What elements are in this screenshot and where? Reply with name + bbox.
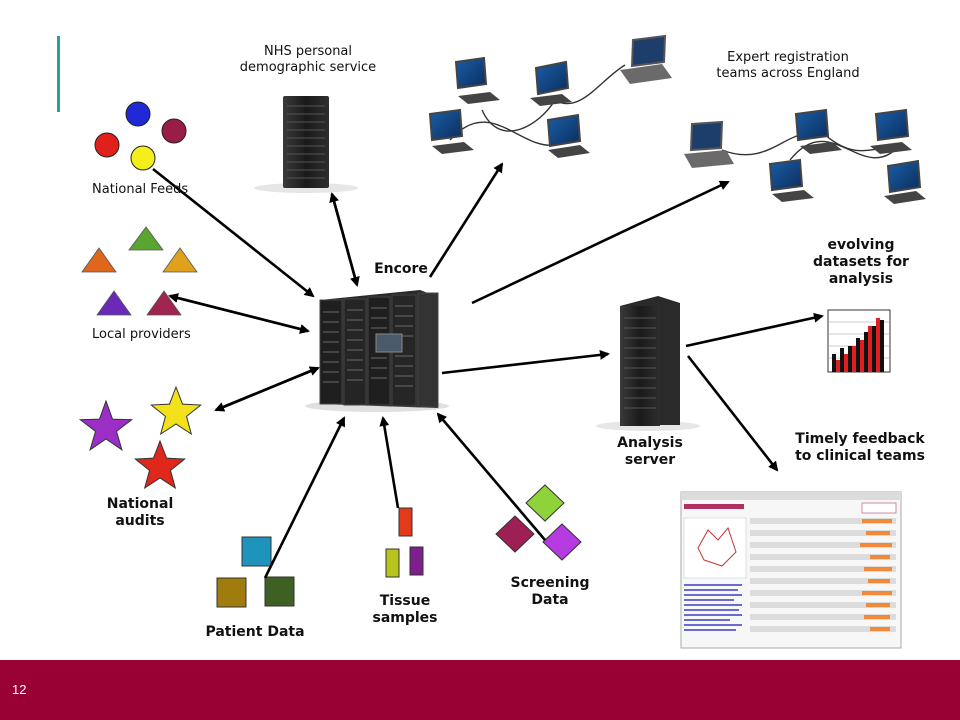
accent-bar <box>57 36 60 112</box>
arrow-nhs-to-encore <box>330 193 360 287</box>
label-encore: Encore <box>374 261 428 277</box>
arrow-encore-to-right-network <box>471 180 730 305</box>
label-national-audits: National audits <box>106 496 174 529</box>
local-providers-icon <box>81 226 198 316</box>
label-local-providers: Local providers <box>92 327 191 342</box>
evolving-datasets-chart-icon <box>827 309 891 373</box>
encore-server-rack-icon <box>305 290 449 412</box>
arrow-analysis-to-feedback <box>686 355 779 472</box>
national-feeds-icon <box>94 101 187 171</box>
label-screening-data: Screening Data <box>510 575 590 608</box>
label-analysis-server: Analysis server <box>617 435 683 468</box>
national-audits-icon <box>78 385 203 490</box>
arrow-analysis-to-datasets <box>685 312 824 348</box>
label-patient-data: Patient Data <box>205 624 305 640</box>
page-number: 12 <box>12 682 27 697</box>
arrow-patient-to-encore <box>263 416 346 579</box>
label-evolving-datasets: evolving datasets for analysis <box>813 237 909 287</box>
label-timely-feedback: Timely feedback to clinical teams <box>795 431 925 464</box>
arrow-encore-to-top-network <box>428 162 504 278</box>
registration-computers-right-icon <box>684 108 926 204</box>
label-nhs-demographic-service: NHS personal demographic service <box>239 44 377 75</box>
clinical-feedback-screenshot-icon <box>680 491 902 649</box>
nhs-server-icon <box>254 96 358 193</box>
tissue-samples-icon <box>385 507 424 578</box>
registration-computers-top-icon <box>428 34 672 158</box>
arrow-tissue-to-encore <box>379 416 400 509</box>
arrow-feeds-to-encore <box>152 167 315 298</box>
analysis-server-icon <box>596 296 700 431</box>
arrow-local-providers-to-encore <box>169 294 310 334</box>
arrow-screening-to-encore <box>436 412 546 541</box>
label-national-feeds: National Feeds <box>92 182 189 197</box>
footer-bar: 12 <box>0 660 960 720</box>
encore-data-flow-diagram <box>78 34 926 649</box>
label-tissue-samples: Tissue samples <box>372 593 438 626</box>
arrow-encore-to-analysis <box>441 349 610 375</box>
label-expert-registration-teams: Expert registration teams across England <box>716 50 860 81</box>
screening-data-icon <box>495 484 582 561</box>
patient-data-icon <box>216 536 295 608</box>
arrow-audits-to-encore <box>215 366 320 412</box>
flow-arrows <box>152 162 824 579</box>
